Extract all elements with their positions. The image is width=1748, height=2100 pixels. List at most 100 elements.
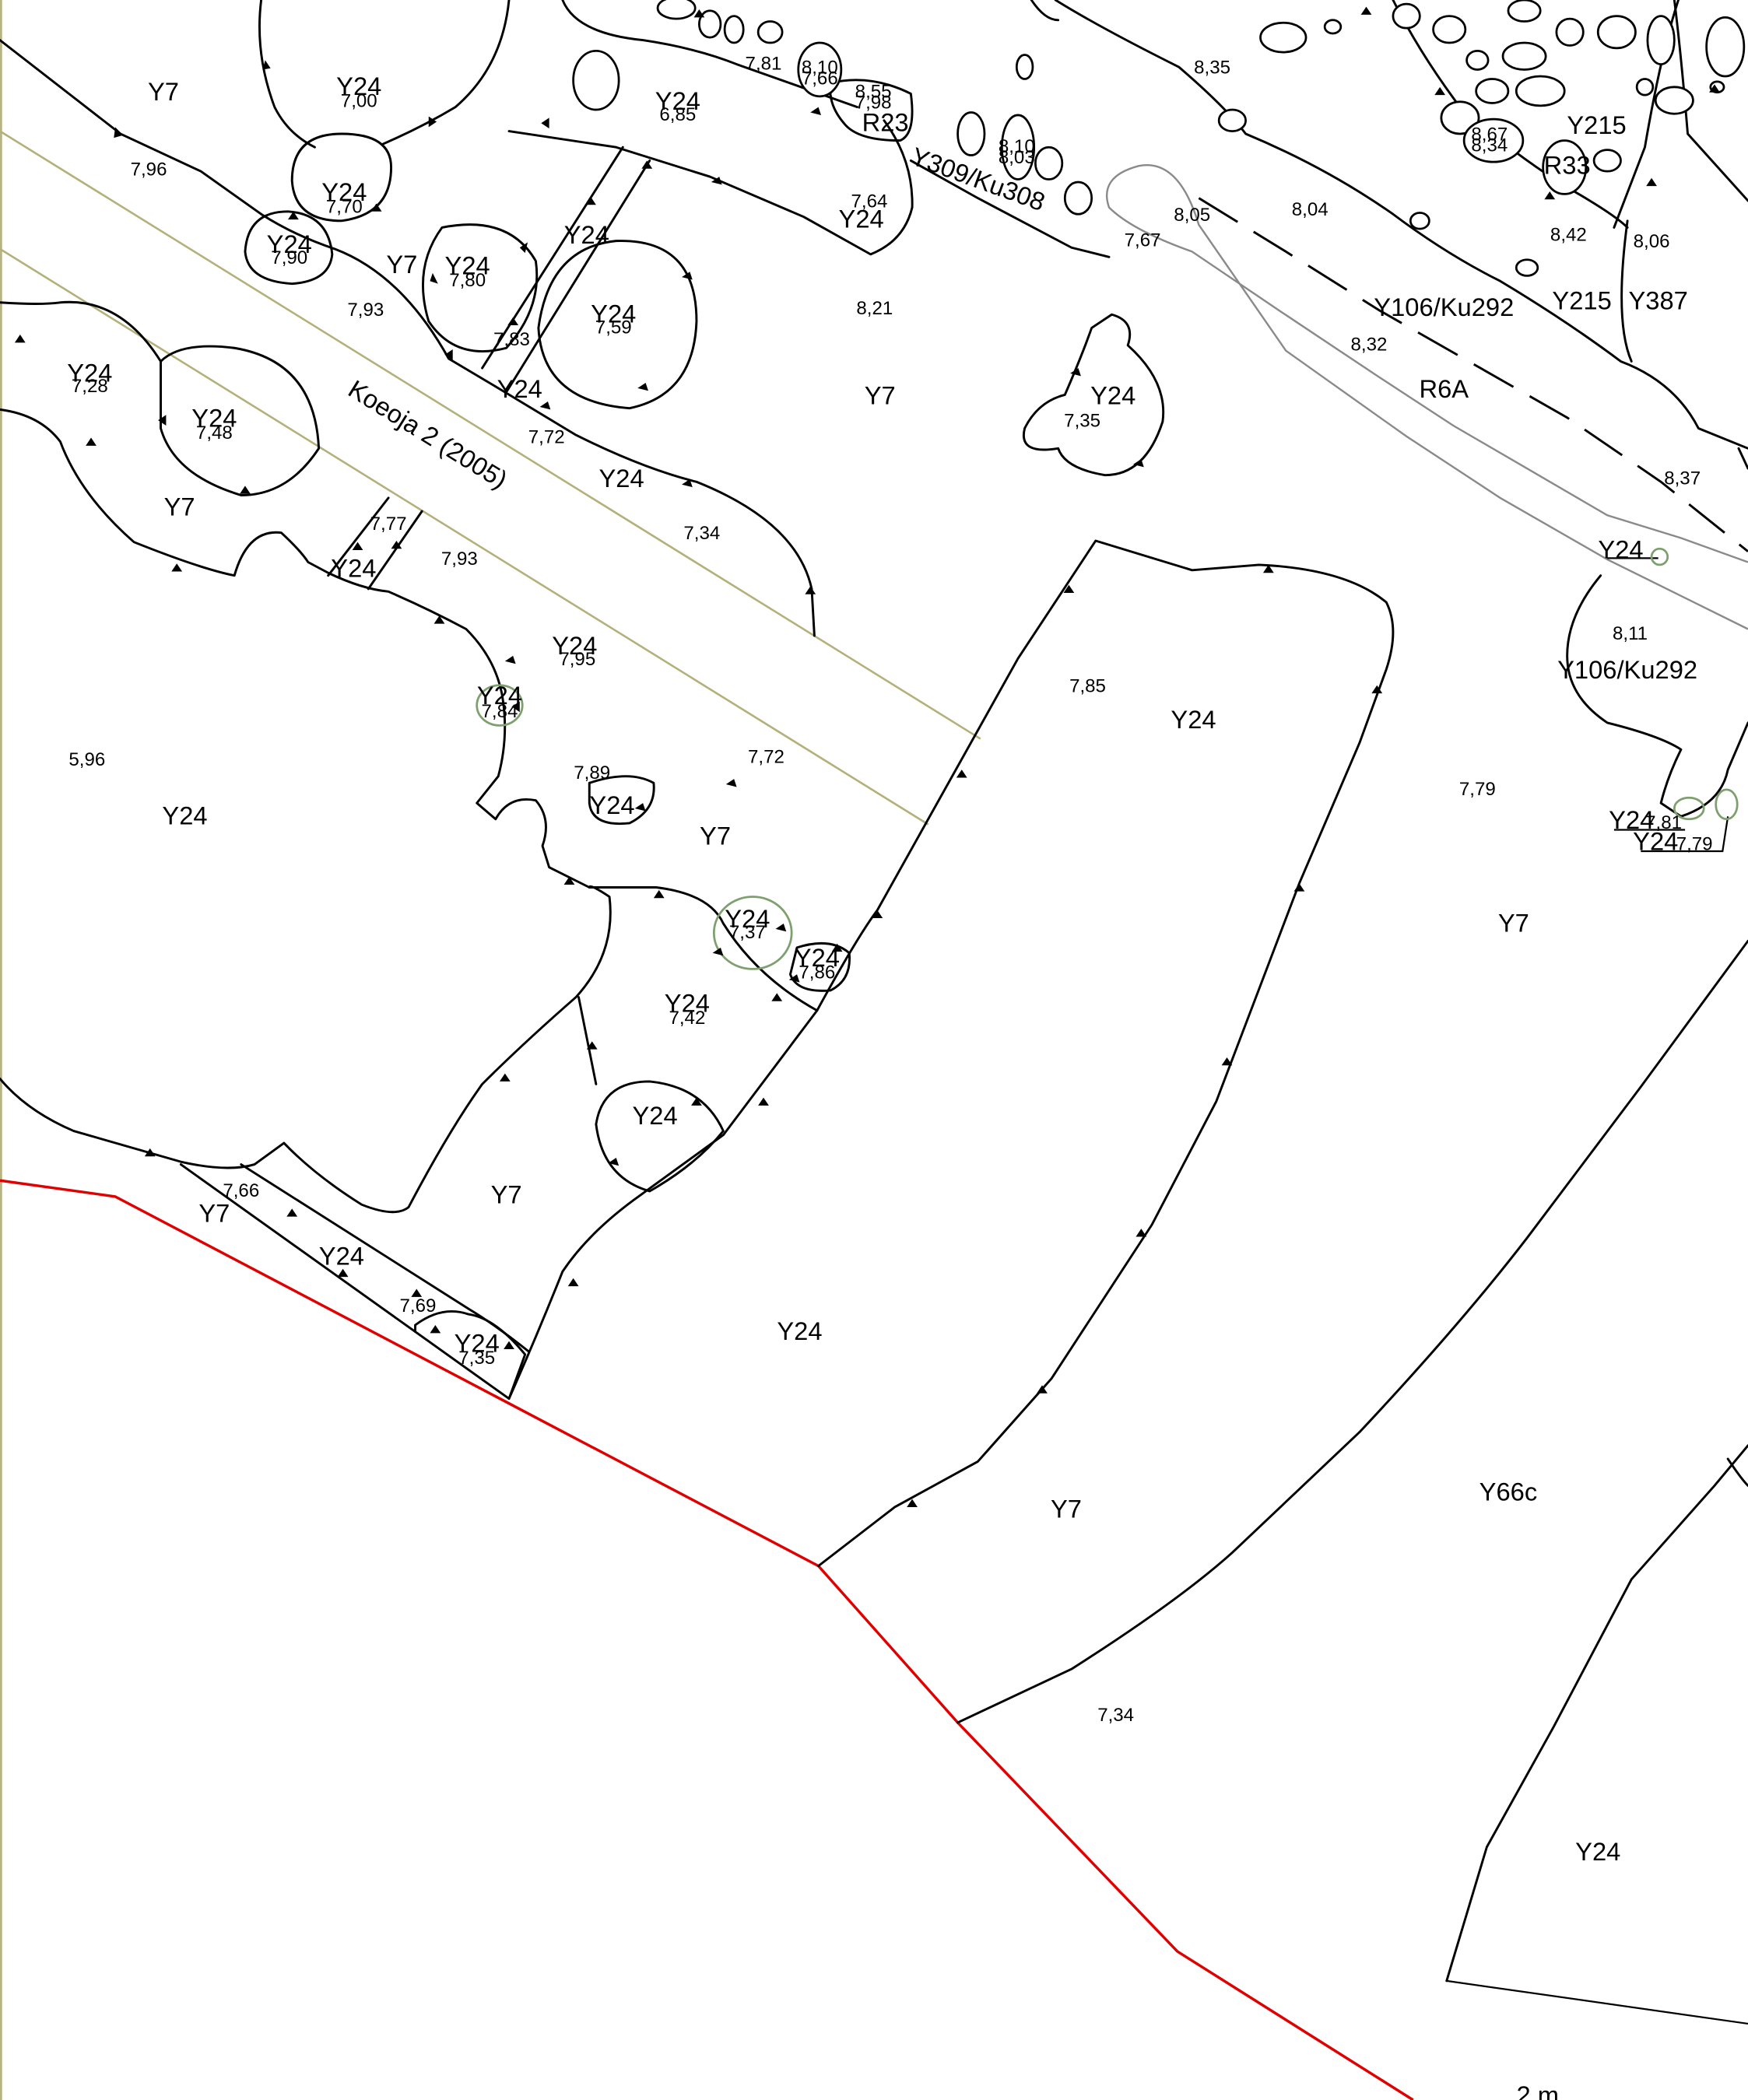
unit-label: Y24	[162, 801, 207, 830]
unit-label: Y215	[1552, 286, 1611, 314]
unit-label: Y24	[725, 904, 770, 933]
level-label: 7,98	[855, 92, 892, 113]
unit-label: Y24	[267, 230, 312, 258]
level-label: 8,32	[1350, 335, 1387, 356]
level-label: 7,72	[748, 747, 784, 768]
unit-label: Y24	[591, 300, 636, 328]
level-label: 7,89	[574, 763, 610, 784]
level-label: 8,67	[1471, 124, 1508, 145]
unit-label: Y7	[198, 1199, 230, 1228]
level-label: 7,59	[595, 317, 632, 338]
road-outline	[1105, 164, 1748, 630]
level-label: 7,84	[482, 701, 518, 722]
unit-label: Y24	[633, 1101, 678, 1130]
level-label: 7,66	[223, 1180, 259, 1201]
unit-label: Y7	[148, 77, 179, 106]
level-label: 7,67	[1125, 230, 1161, 251]
unit-label: Y106/Ku292	[1374, 293, 1514, 321]
unit-label: Y24	[1171, 705, 1216, 734]
unit-label: Y7	[1498, 908, 1529, 937]
level-label: 8,35	[1194, 58, 1230, 79]
level-label: 8,21	[856, 298, 893, 319]
level-label: 7,83	[493, 329, 530, 350]
unit-label: Y24	[1633, 826, 1678, 855]
find-outlines	[476, 547, 1739, 970]
level-label: 8,42	[1550, 225, 1587, 246]
level-label: 7,72	[528, 426, 565, 447]
level-label: 7,93	[441, 549, 478, 570]
level-label: 7,00	[341, 91, 377, 112]
level-label: 8,03	[999, 147, 1035, 168]
unit-label: Y24	[336, 72, 381, 100]
excavation-boundary-line	[0, 1179, 1414, 2100]
level-label: 7,37	[729, 922, 766, 943]
unit-label: Y24	[564, 220, 609, 249]
level-label: 5,96	[68, 749, 105, 770]
level-label: 7,48	[196, 422, 233, 443]
unit-label: Y24	[655, 86, 700, 115]
level-label: 7,85	[1069, 675, 1106, 696]
level-label: 8,55	[855, 82, 892, 103]
level-label: 8,05	[1174, 205, 1210, 226]
level-label: 7,79	[1459, 779, 1496, 800]
level-label: 7,64	[851, 191, 888, 212]
unit-label: R23	[862, 108, 909, 137]
level-label: 8,04	[1292, 199, 1329, 220]
unit-label: Y24	[445, 251, 490, 280]
level-label: 7,96	[131, 159, 167, 180]
unit-label: Y24	[191, 404, 237, 433]
level-label: 7,28	[72, 376, 108, 397]
level-label: 7,35	[458, 1348, 495, 1369]
trench-outline	[0, 130, 981, 826]
level-label: 7,95	[559, 649, 595, 670]
level-label: 8,10	[802, 58, 838, 79]
level-label: 8,06	[1634, 231, 1670, 252]
level-label: 7,35	[1064, 411, 1100, 432]
unit-label: Y7	[865, 381, 896, 410]
level-label: 7,79	[1676, 833, 1713, 854]
level-label: 8,34	[1471, 135, 1508, 156]
level-label: 7,86	[799, 962, 835, 983]
unit-label: Y24	[455, 1328, 500, 1357]
unit-label: Y7	[700, 821, 731, 850]
level-label: 7,42	[669, 1008, 705, 1029]
level-label: 8,11	[1613, 623, 1648, 644]
level-labels: 7,00 7,96 7,70 7,90 7,93 7,80 7,83 7,59 …	[68, 53, 1712, 1726]
level-label: 7,69	[400, 1295, 437, 1316]
scale-label: 2 m	[1517, 2081, 1560, 2100]
unit-label: Y24	[331, 553, 376, 582]
level-label: 7,81	[1645, 812, 1682, 833]
unit-label: Y24	[598, 464, 644, 493]
unit-label: Y24	[1575, 1837, 1620, 1866]
level-label: 7,90	[271, 247, 307, 268]
level-label: 7,66	[802, 68, 838, 89]
unit-label: R33	[1544, 151, 1591, 180]
unit-label: Y24	[839, 204, 884, 233]
unit-label: Y24	[1598, 535, 1643, 563]
unit-label: Y7	[386, 250, 417, 279]
stone-cluster	[572, 0, 1746, 277]
unit-label: Y7	[1051, 1495, 1082, 1523]
unit-labels: Y7 Y24 Y24 Y24 Y24 Y24 Y24 Y7 Y24 Y24 Y2…	[67, 72, 1697, 1866]
unit-label: Y24	[1609, 805, 1654, 834]
level-label: 7,80	[449, 270, 486, 291]
unit-label: R6A	[1420, 374, 1469, 403]
unit-label: Y24	[477, 681, 522, 710]
unit-label: Y387	[1629, 286, 1688, 314]
level-label: 7,34	[683, 523, 720, 544]
unit-label: Y24	[67, 358, 112, 387]
unit-label: Y7	[491, 1180, 522, 1208]
unit-label: Y24	[319, 1242, 364, 1271]
level-label: 8,10	[999, 136, 1035, 157]
level-label: 7,70	[326, 197, 363, 218]
road-centerline	[1198, 197, 1748, 552]
unit-label: Y24	[321, 177, 367, 206]
unit-label: Y24	[589, 791, 634, 819]
unit-label: Y215	[1567, 110, 1626, 139]
unit-label: Y24	[777, 1316, 822, 1345]
level-label: 7,77	[370, 514, 407, 535]
unit-label: Y24	[665, 988, 710, 1017]
unit-label: Y24	[497, 374, 542, 403]
unit-label: Y24	[552, 631, 597, 660]
